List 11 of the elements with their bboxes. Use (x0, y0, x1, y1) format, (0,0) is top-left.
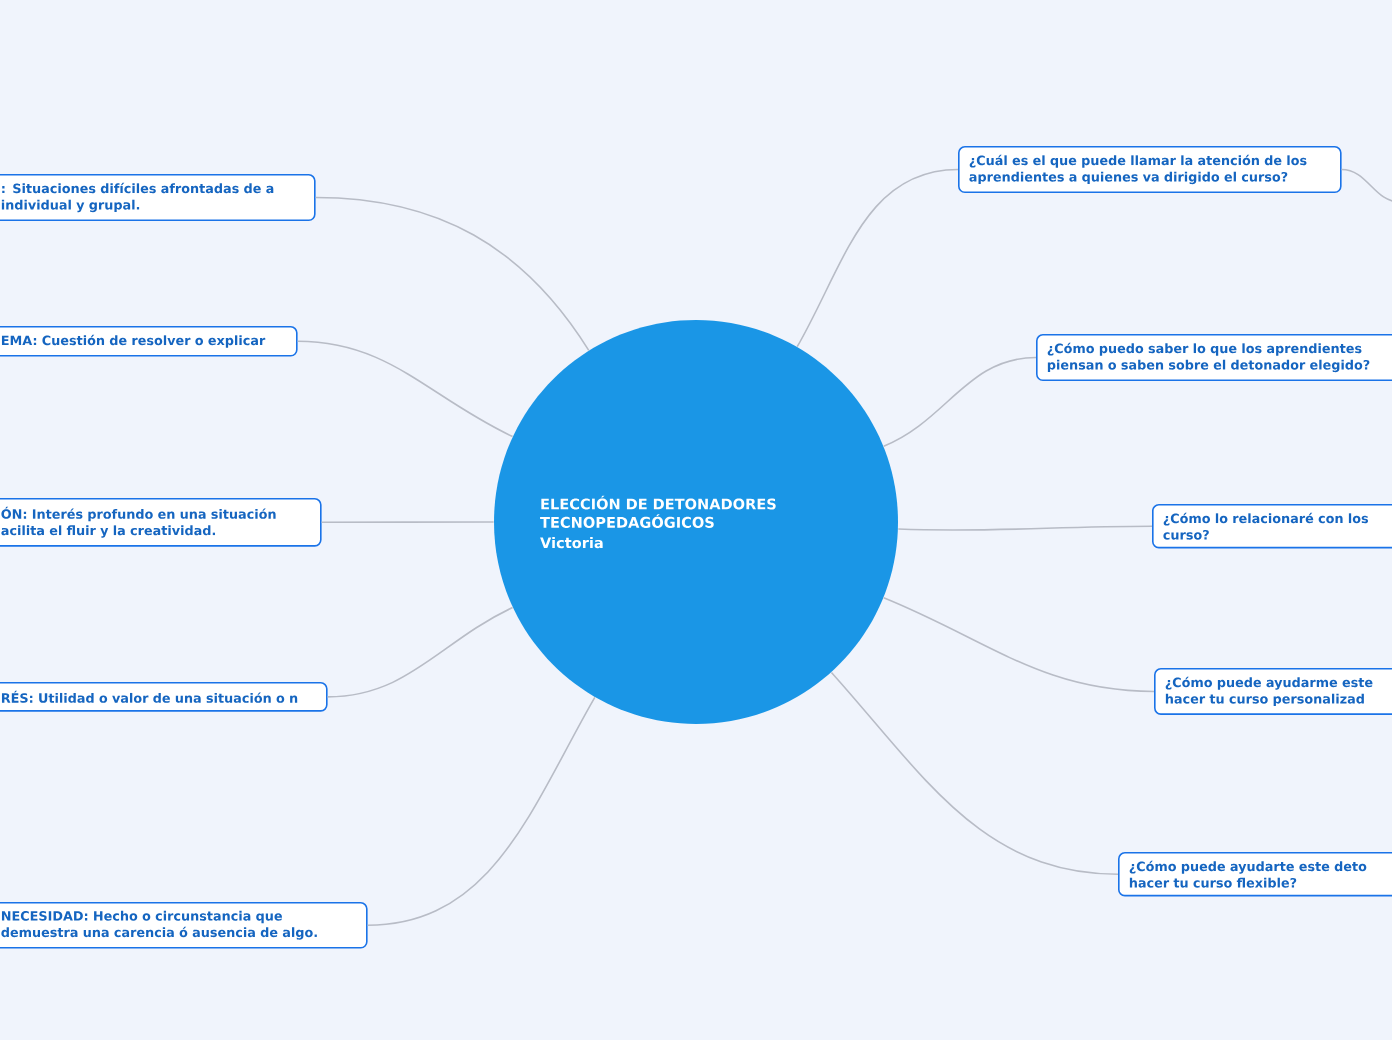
connector-line (296, 340, 514, 438)
connector-line (326, 606, 514, 698)
connector-line (897, 525, 1153, 531)
connector-line (366, 696, 596, 927)
connector-line (796, 168, 959, 348)
connector-line (1340, 168, 1392, 203)
connector-line (830, 671, 1119, 875)
connector-line (882, 356, 1037, 447)
connector-line (320, 521, 495, 524)
connector-line (882, 597, 1155, 693)
connector-line (314, 196, 590, 352)
